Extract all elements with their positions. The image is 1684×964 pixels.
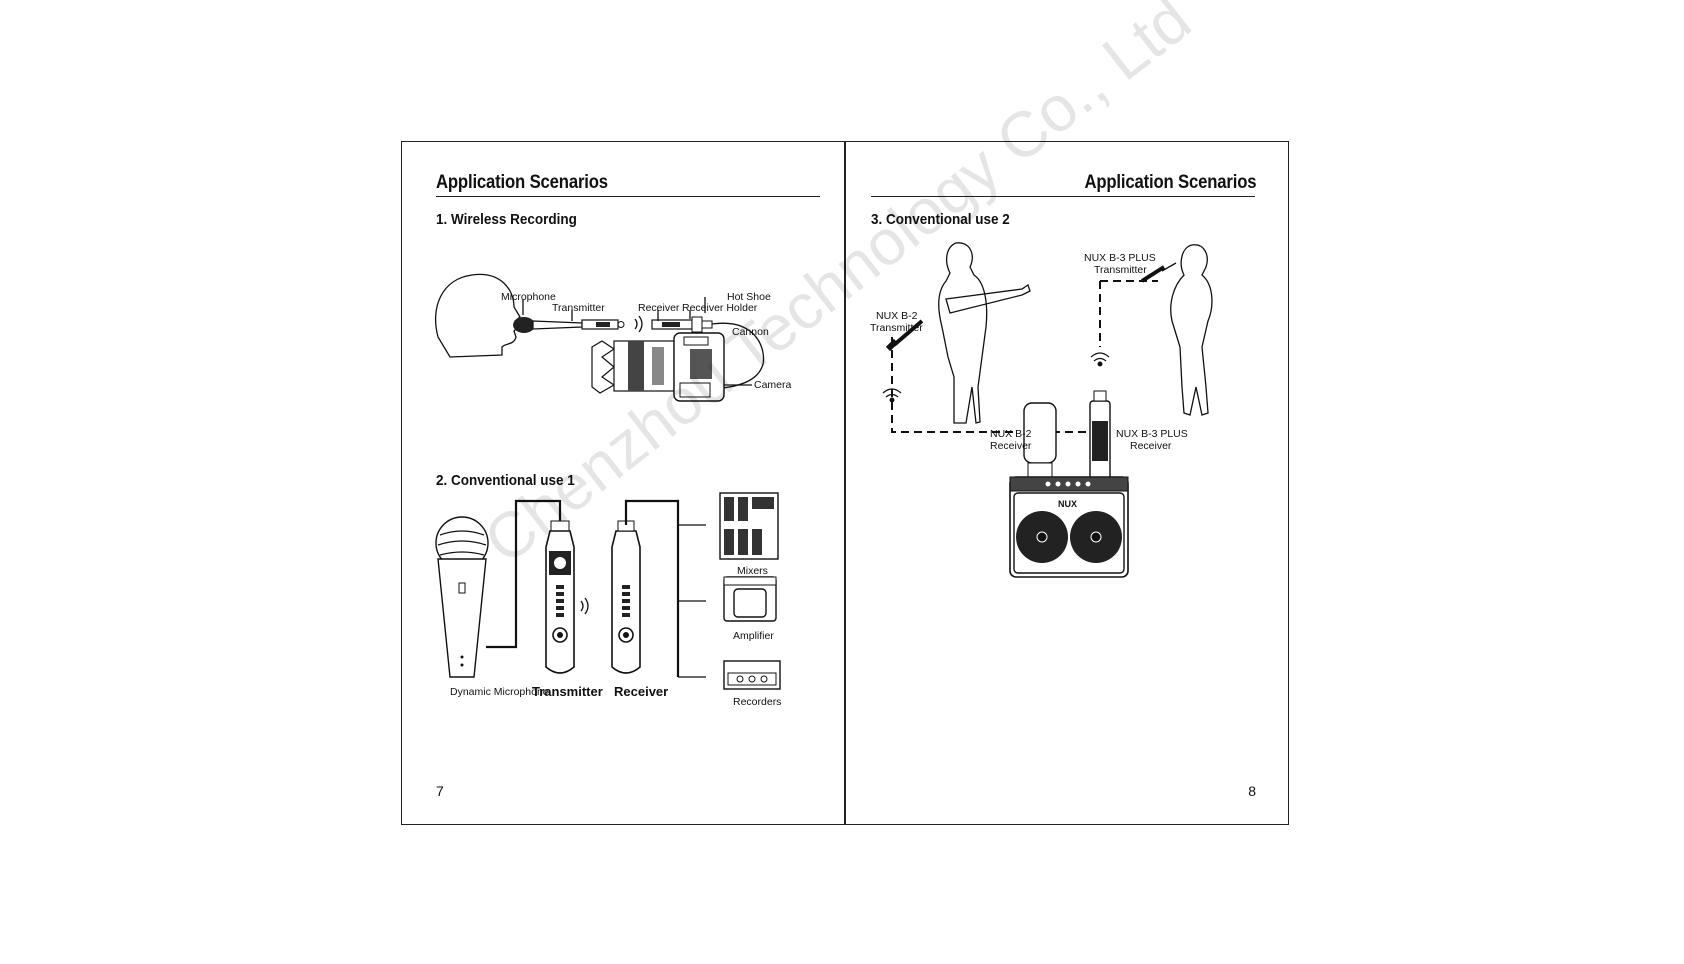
label-conv-transmitter: Transmitter xyxy=(532,684,603,699)
singer-mic-icon xyxy=(1161,262,1177,272)
label-hot-shoe: Hot Shoe xyxy=(727,291,771,303)
b3-wireless-signal-icon xyxy=(1090,352,1110,367)
left-page-header: Application Scenarios xyxy=(436,172,608,193)
guitar-icon xyxy=(945,283,1031,314)
mic-cable xyxy=(486,499,562,649)
left-header-rule xyxy=(436,196,820,197)
label-amplifier: Amplifier xyxy=(733,630,774,642)
head-profile xyxy=(434,273,521,358)
section-2-title: 2. Conventional use 1 xyxy=(436,472,575,489)
label-b2-receiver-line2: Receiver xyxy=(990,440,1032,452)
right-header-rule xyxy=(871,196,1255,197)
conventional-use-1-illustration: Dynamic Microphone Transmitter Receiver … xyxy=(435,492,781,708)
dynamic-microphone-icon xyxy=(435,516,489,678)
b2-receiver-icon xyxy=(1023,402,1057,478)
amp-brand-label: NUX xyxy=(1058,499,1077,509)
camera-icon xyxy=(591,332,725,402)
nux-amplifier-icon: NUX xyxy=(1009,476,1129,578)
label-conv-receiver: Receiver xyxy=(614,684,668,699)
label-b2-transmitter-line2: Transmitter xyxy=(870,322,923,334)
label-mixers: Mixers xyxy=(737,565,768,577)
label-receiver: Receiver xyxy=(638,302,680,314)
wireless-recording-illustration: Microphone Transmitter Receiver Hot Shoe… xyxy=(434,273,792,402)
label-recorders: Recorders xyxy=(733,696,781,708)
microphone-icon xyxy=(513,317,583,333)
label-transmitter: Transmitter xyxy=(552,302,605,314)
singer-figure xyxy=(1170,244,1213,416)
guitarist-figure xyxy=(938,242,988,424)
mixer-icon xyxy=(719,492,779,560)
conv-receiver-icon xyxy=(611,520,641,674)
label-cannon: Cannon xyxy=(732,326,769,338)
label-microphone: Microphone xyxy=(501,291,556,303)
label-b2-receiver-line1: NUX B-2 xyxy=(990,428,1032,440)
wireless-signal-icon xyxy=(634,315,643,333)
recorder-icon xyxy=(723,660,781,690)
label-dynamic-microphone: Dynamic Microphone xyxy=(450,686,549,698)
b3-receiver-icon xyxy=(1089,390,1111,480)
label-b3-transmitter-line1: NUX B-3 PLUS xyxy=(1084,252,1156,264)
conv-transmitter-icon xyxy=(545,520,575,674)
b3-transmitter-icon xyxy=(1140,265,1166,283)
label-camera: Camera xyxy=(754,379,792,391)
amplifier-icon xyxy=(723,576,777,622)
label-b3-receiver-line1: NUX B-3 PLUS xyxy=(1116,428,1188,440)
section-3-title: 3. Conventional use 2 xyxy=(871,211,1010,228)
label-receiver-holder: Receiver Holder xyxy=(682,302,758,314)
conventional-use-2-illustration: NUX NUX B-2 Transmitter NUX B-3 PLUS Tra… xyxy=(870,242,1213,578)
b2-signal-path xyxy=(891,337,1016,433)
label-b3-receiver-line2: Receiver xyxy=(1130,440,1172,452)
right-page-number: 8 xyxy=(1248,783,1256,799)
section-1-title: 1. Wireless Recording xyxy=(436,211,577,228)
b2-wireless-signal-icon xyxy=(882,388,902,403)
conv-wireless-signal-icon xyxy=(580,597,589,615)
label-b3-transmitter-line2: Transmitter xyxy=(1094,264,1147,276)
right-page-header: Application Scenarios xyxy=(1084,172,1256,193)
receiver-icon xyxy=(651,316,713,333)
transmitter-icon xyxy=(581,319,625,330)
label-b2-transmitter-line1: NUX B-2 xyxy=(876,310,918,322)
right-page: Application Scenarios 3. Conventional us… xyxy=(845,141,1289,825)
receiver-output-cable xyxy=(624,499,680,677)
left-page-number: 7 xyxy=(436,783,444,799)
left-page: Application Scenarios 1. Wireless Record… xyxy=(401,141,845,825)
manual-spread: Application Scenarios 1. Wireless Record… xyxy=(401,141,1290,825)
